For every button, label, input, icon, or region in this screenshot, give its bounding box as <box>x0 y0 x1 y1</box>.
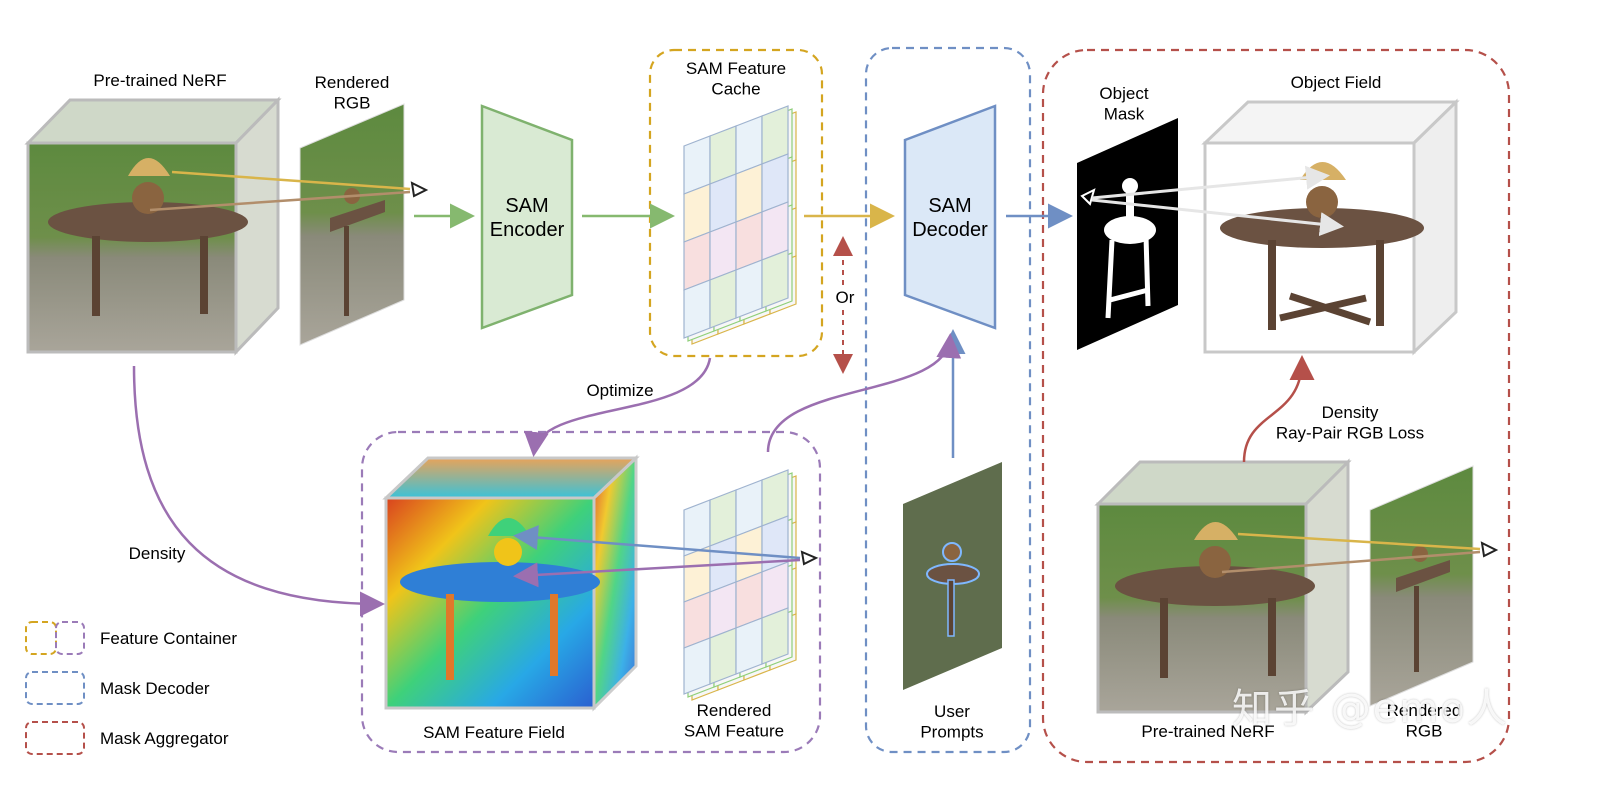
pretrained-nerf-top-label: Pre-trained NeRF <box>93 71 226 90</box>
feature-cell <box>683 279 711 339</box>
watermark-text: 知乎 @emo人 <box>1232 686 1509 732</box>
legend-swatch-mask-aggregator <box>25 721 85 755</box>
feature-cell <box>709 627 737 685</box>
arrow-rendered-feature-to-decoder <box>766 333 962 453</box>
feature-cell <box>683 637 711 695</box>
feature-cell <box>735 617 763 675</box>
rendered-rgb-bottom-image <box>1369 465 1474 707</box>
sam-decoder-block <box>903 104 997 330</box>
pretrained-nerf-bottom-label: Pre-trained NeRF <box>1141 722 1274 741</box>
camera-icon-field <box>800 550 819 566</box>
object-field-label: Object Field <box>1291 73 1382 92</box>
sam-feature-field-label: SAM Feature Field <box>423 723 565 742</box>
ray-white-1 <box>1091 165 1330 200</box>
object-field-cube <box>1201 98 1460 356</box>
legend-label-mask-aggregator: Mask Aggregator <box>100 729 229 748</box>
camera-icon-bottom <box>1480 541 1499 558</box>
decoder-container <box>864 46 1032 754</box>
legend-swatch-feature-container-1 <box>25 621 57 655</box>
rendered-sam-feature-grid <box>683 469 797 701</box>
feature-cell <box>761 249 789 309</box>
camera-icon-top <box>410 181 429 198</box>
ray-brown-bottom <box>1221 550 1481 574</box>
legend-swatch-mask-decoder <box>25 671 85 705</box>
arrow-loss-to-object-field <box>1242 355 1315 463</box>
sam-feature-cache-grid <box>683 105 797 345</box>
ray-white-2 <box>1091 198 1344 237</box>
arrow-density-to-field <box>132 365 385 617</box>
feature-cell <box>709 269 737 329</box>
feature-field-container <box>360 430 822 754</box>
sam-encoder-block <box>480 104 574 330</box>
pretrained-nerf-cube-bottom <box>1094 458 1352 716</box>
ray-blue-field <box>513 525 801 560</box>
rendered-rgb-top-image <box>299 103 405 346</box>
legend-label-feature-container: Feature Container <box>100 629 237 648</box>
feature-cache-container <box>648 48 824 358</box>
density-left-label: Density <box>129 544 186 563</box>
optimize-label: Optimize <box>586 381 653 400</box>
user-prompts-image <box>903 462 1002 690</box>
legend: Feature Container Mask Decoder Mask Aggr… <box>25 621 237 755</box>
ray-yellow-top <box>171 170 411 191</box>
pretrained-nerf-cube-top <box>24 96 282 356</box>
object-mask-image <box>1077 118 1178 350</box>
or-label: Or <box>836 288 855 307</box>
arrow-optimize <box>523 357 712 457</box>
legend-label-mask-decoder: Mask Decoder <box>100 679 210 698</box>
ray-yellow-bottom <box>1237 532 1481 551</box>
ray-brown-top <box>149 190 411 212</box>
legend-swatch-feature-container-2 <box>55 621 85 655</box>
feature-cell <box>761 607 789 665</box>
sam-feature-field-cube <box>382 454 640 712</box>
aggregator-container <box>1041 48 1511 764</box>
ray-purple-field <box>513 558 801 588</box>
feature-cell <box>735 259 763 319</box>
